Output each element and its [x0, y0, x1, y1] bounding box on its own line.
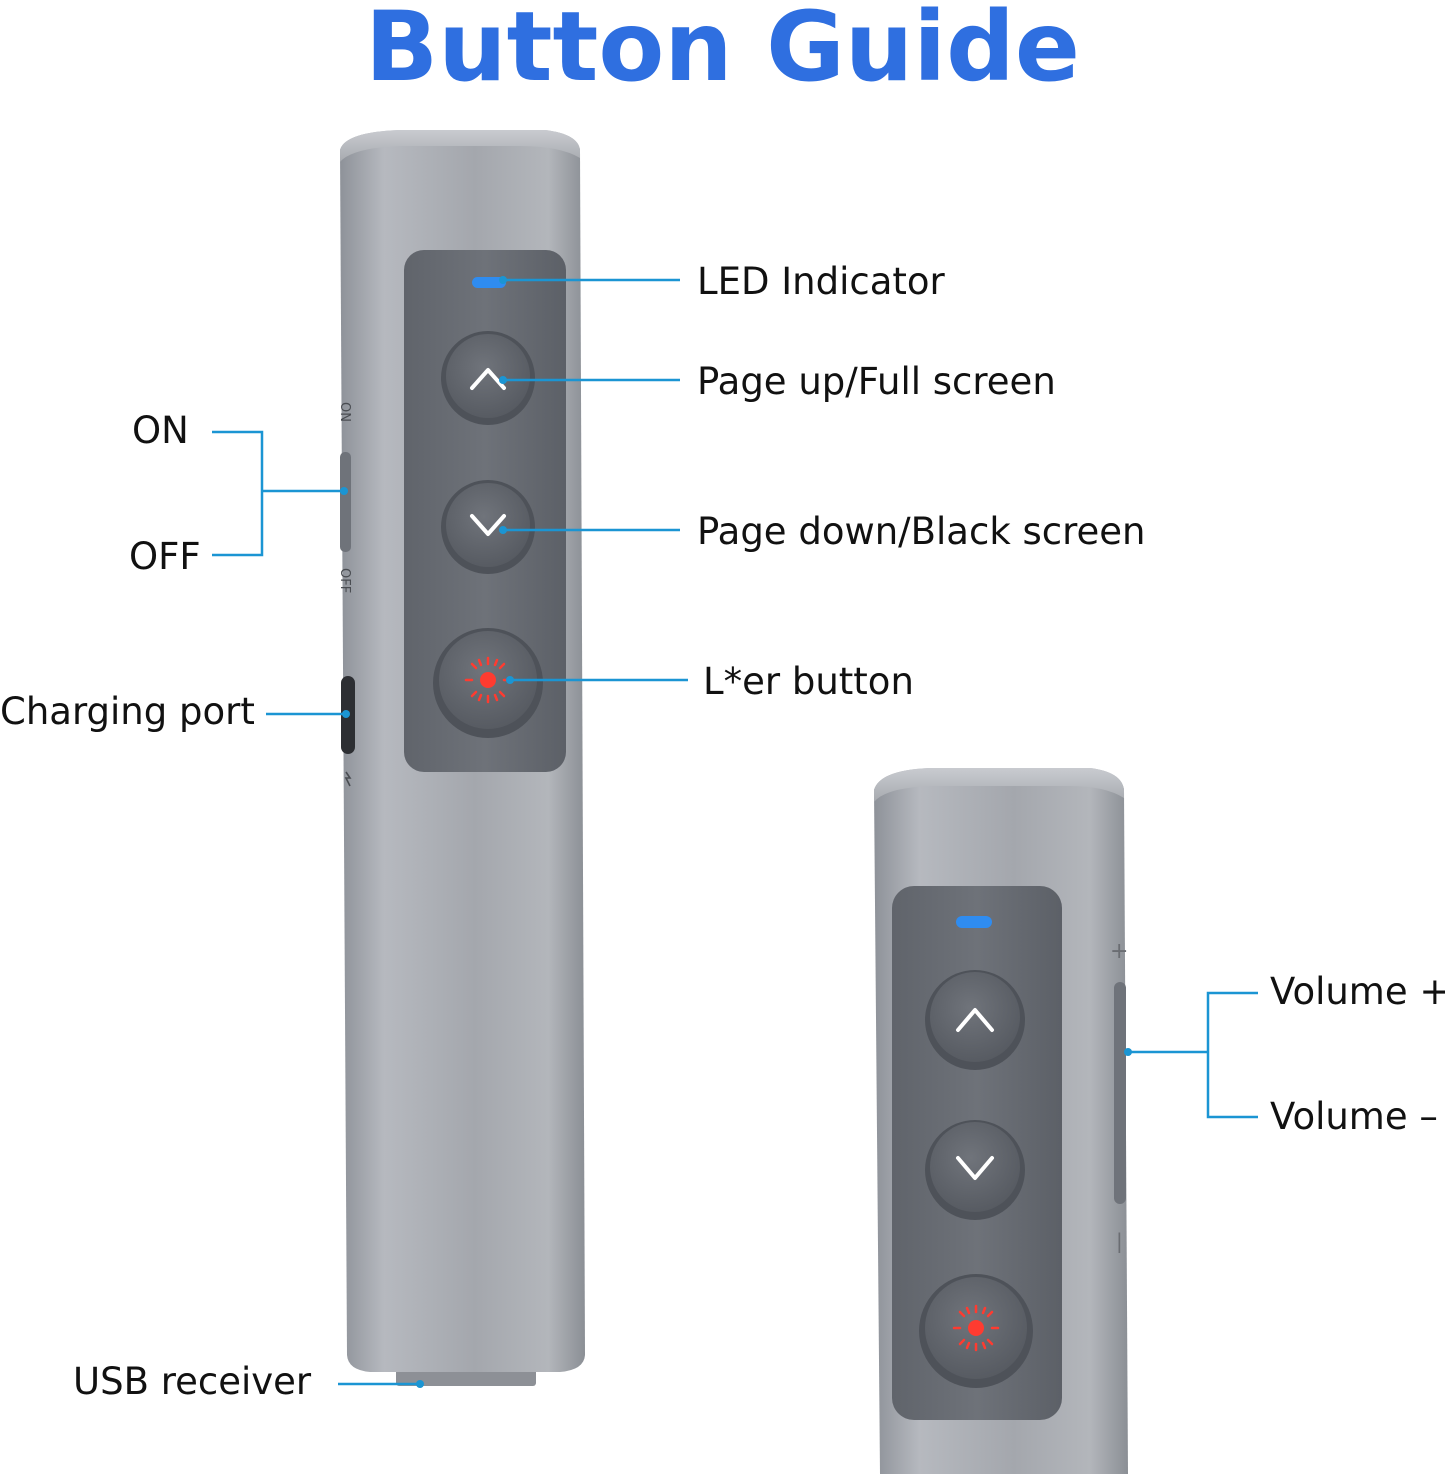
switch-on-marking: ON	[337, 402, 352, 422]
power-switch[interactable]	[340, 452, 351, 552]
label-page-up: Page up/Full screen	[697, 360, 1056, 403]
chevron-down-icon	[956, 1156, 994, 1180]
label-charging-port: Charging port	[0, 690, 255, 733]
led-indicator	[472, 277, 506, 288]
vol-plus-marking: +	[1110, 939, 1128, 964]
chevron-up-icon	[470, 368, 506, 390]
laser-button-side[interactable]	[919, 1274, 1033, 1388]
laser-icon	[464, 656, 512, 704]
label-usb-receiver: USB receiver	[73, 1360, 312, 1403]
leader-volume	[1206, 991, 1258, 1119]
label-volume-down: Volume –	[1270, 1095, 1438, 1138]
presenter-main: ON OFF	[337, 130, 585, 1386]
leader-lines	[212, 278, 1258, 1386]
label-off: OFF	[129, 535, 201, 578]
page-up-button[interactable]	[441, 331, 535, 425]
label-page-down: Page down/Black screen	[697, 510, 1146, 553]
chevron-down-icon	[470, 514, 506, 536]
page-down-button[interactable]	[441, 480, 535, 574]
page-up-button-side[interactable]	[925, 970, 1025, 1070]
laser-button[interactable]	[433, 628, 543, 738]
charge-icon	[344, 771, 352, 787]
leader-dots	[340, 276, 1132, 1388]
led-indicator-side	[956, 916, 992, 928]
label-laser-button: L*er button	[703, 660, 914, 703]
laser-icon	[952, 1304, 1000, 1352]
label-led-indicator: LED Indicator	[697, 260, 945, 303]
label-volume-up: Volume +	[1270, 970, 1445, 1013]
presenter-side: + |	[874, 768, 1128, 1474]
vol-minus-marking: |	[1116, 1229, 1123, 1253]
volume-rocker[interactable]	[1114, 982, 1126, 1204]
chevron-up-icon	[956, 1008, 994, 1032]
switch-off-marking: OFF	[337, 568, 352, 593]
label-on: ON	[132, 409, 189, 452]
leader-on-off	[212, 430, 264, 557]
page-down-button-side[interactable]	[925, 1120, 1025, 1220]
page-title: Button Guide	[365, 0, 1080, 103]
